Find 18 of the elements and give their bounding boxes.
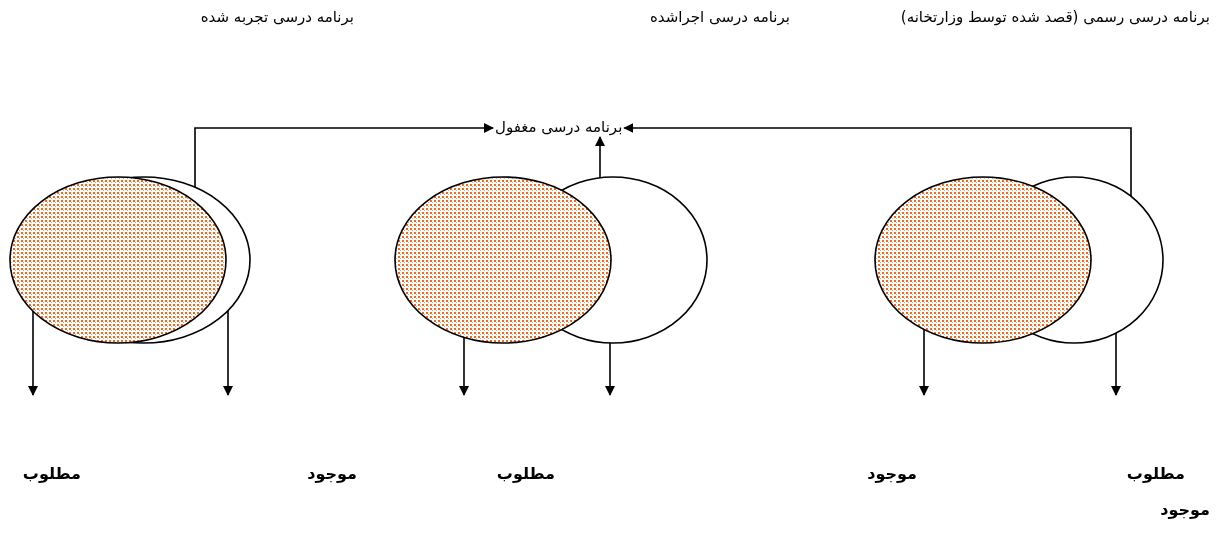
curriculum-label: برنامه درسی تجربه شده <box>200 8 354 26</box>
curriculum-label: برنامه درسی رسمی (قصد شده توسط وزارتخانه) <box>900 8 1210 26</box>
arrow <box>623 123 1132 198</box>
arrow <box>605 342 615 396</box>
arrow <box>1111 332 1121 396</box>
status-label: مطلوب <box>1126 464 1185 483</box>
status-label: موجود <box>307 464 357 483</box>
status-label: موجود <box>1160 500 1210 519</box>
status-label: موجود <box>867 464 917 483</box>
arrow <box>194 123 494 189</box>
curriculum-label: برنامه درسی اجراشده <box>650 8 790 26</box>
arrow <box>919 328 929 396</box>
arrow <box>459 336 469 396</box>
arrow <box>28 310 38 396</box>
arrow <box>595 136 605 179</box>
status-label: مطلوب <box>22 464 81 483</box>
status-label: مطلوب <box>496 464 555 483</box>
curriculum-label: برنامه درسی مغفول <box>495 118 623 136</box>
